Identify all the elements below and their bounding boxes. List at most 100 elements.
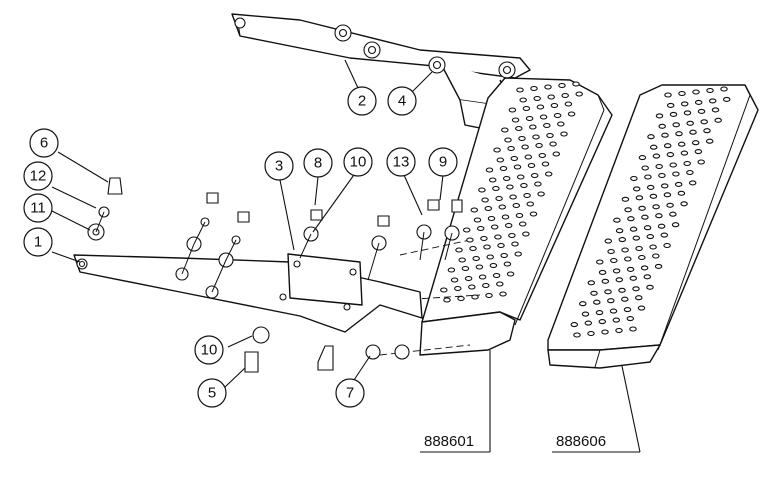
tread-hole [516, 87, 524, 93]
tread-hole [666, 152, 675, 158]
tread-hole [720, 86, 728, 92]
tread-hole [692, 89, 700, 95]
tread-hole [641, 214, 649, 220]
tread-hole [632, 186, 641, 192]
callout-2: 2 [347, 86, 377, 116]
tread-hole [706, 87, 714, 94]
tread-hole [512, 202, 521, 209]
tread-hole [604, 289, 612, 295]
tread-hole [660, 232, 669, 238]
part-number-888606: 888606 [556, 433, 606, 450]
tread-hole [609, 308, 618, 314]
tread-hole [447, 267, 456, 273]
tread-hole [458, 257, 466, 263]
tread-hole [618, 237, 627, 243]
tread-hole [503, 261, 512, 267]
tread-hole [581, 311, 590, 317]
tread-hole [520, 182, 528, 189]
tread-hole [663, 192, 672, 198]
tread-hole [534, 181, 542, 187]
tread-hole [535, 142, 543, 149]
svg-text:5: 5 [208, 385, 216, 402]
tread-hole [694, 149, 703, 155]
upper-bracket-fasteners [334, 24, 516, 79]
tread-hole [524, 154, 533, 160]
tread-hole [511, 117, 520, 123]
tread-hole [488, 177, 497, 183]
tread-hole [689, 129, 697, 135]
callout-10-upper: 10 [343, 147, 373, 177]
svg-text:11: 11 [30, 200, 46, 217]
tread-hole [550, 102, 559, 109]
tread-hole [533, 95, 541, 102]
tread-hole [644, 174, 652, 180]
tread-hole [669, 111, 678, 117]
step-888601-tread-holes [440, 81, 583, 303]
tread-hole [714, 117, 722, 123]
tread-hole [688, 180, 697, 186]
tread-hole [649, 244, 657, 250]
tread-hole [661, 132, 669, 138]
svg-text:2: 2 [358, 93, 366, 110]
tread-hole [567, 111, 576, 117]
tread-hole [440, 287, 448, 293]
tread-hole [464, 275, 473, 282]
tread-hole [471, 294, 479, 300]
tread-hole [495, 195, 503, 202]
tread-hole [587, 330, 595, 337]
tread-hole [643, 274, 652, 280]
svg-text:10: 10 [201, 342, 218, 359]
leader-lines [51, 59, 641, 453]
tread-hole [649, 193, 658, 199]
callout-12: 12 [23, 161, 53, 191]
step-888606-tread-holes [570, 86, 731, 338]
tread-hole [615, 228, 624, 234]
tread-hole [596, 259, 604, 265]
svg-text:1: 1 [34, 234, 42, 251]
tread-hole [476, 225, 485, 232]
tread-hole [498, 204, 507, 210]
tread-hole [482, 282, 490, 289]
tread-hole [593, 299, 601, 305]
tread-hole [638, 155, 647, 161]
tread-hole [473, 217, 482, 223]
tread-hole [472, 255, 480, 262]
tread-hole [509, 194, 517, 200]
tread-hole [655, 163, 663, 170]
tread-hole [626, 266, 635, 272]
tread-hole [649, 144, 658, 150]
tread-hole [655, 113, 664, 119]
tread-hole [680, 150, 689, 156]
tread-hole [672, 171, 680, 177]
tread-hole [686, 169, 694, 176]
tread-hole [601, 329, 609, 335]
tread-hole [536, 104, 545, 110]
tread-hole [627, 216, 635, 222]
tread-hole [669, 211, 677, 217]
tread-hole [587, 280, 596, 286]
tread-hole [615, 327, 623, 334]
fastener-stacks [87, 177, 463, 373]
tread-hole [549, 141, 557, 147]
tread-hole [646, 284, 654, 290]
tread-hole [598, 269, 607, 275]
tread-hole [635, 195, 644, 201]
tread-hole [475, 264, 484, 270]
tread-hole [664, 92, 672, 98]
tread-hole [518, 135, 526, 142]
tread-hole [669, 162, 677, 168]
tread-hole [678, 90, 686, 97]
tread-hole [493, 147, 501, 153]
tread-hole [516, 174, 525, 180]
tread-hole [691, 140, 700, 146]
tread-hole [457, 295, 465, 302]
callout-9: 9 [428, 147, 458, 177]
tread-hole [663, 242, 671, 249]
tread-hole [455, 247, 463, 253]
callout-13: 13 [386, 147, 416, 177]
tread-hole [506, 184, 514, 190]
tread-hole [510, 155, 519, 162]
tread-hole [629, 326, 637, 332]
